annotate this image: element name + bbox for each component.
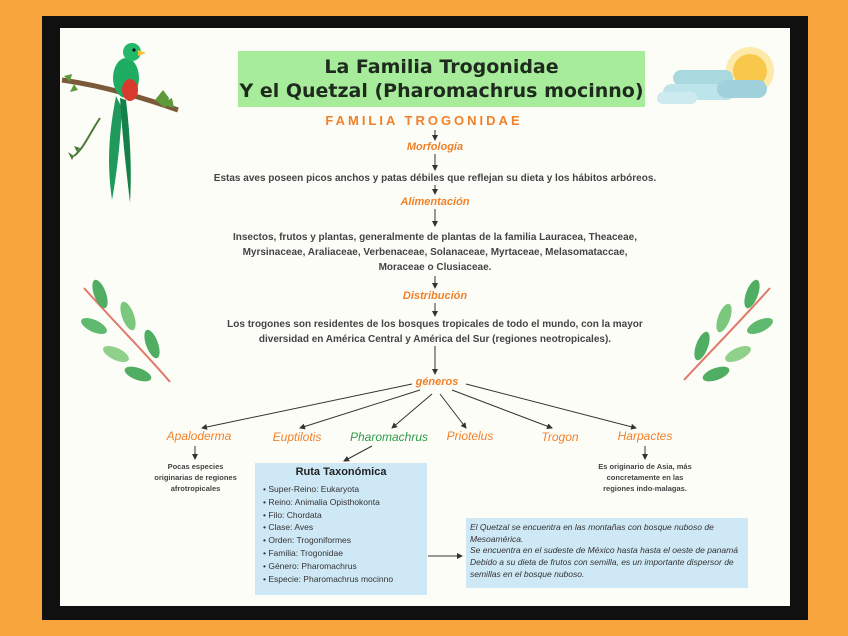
taxonomy-item: Género: Pharomachrus [263,560,393,573]
alimentacion-text: Insectos, frutos y plantas, generalmente… [160,230,710,275]
quetzal-info-text: El Quetzal se encuentra en las montañas … [470,522,746,581]
alimentacion-label: Alimentación [315,196,555,208]
apaloderma-note-line: originarias de regiones [138,472,253,483]
arrow-generos-pharomachrus [392,394,432,428]
cloud-sun-illustration [655,46,780,111]
left-leaves-illustration [78,276,173,386]
arrow-generos-euptilotis [300,390,420,428]
distribucion-line: Los trogones son residentes de los bosqu… [160,317,710,332]
taxonomy-item: Especie: Pharomachrus mocinno [263,573,393,586]
alimentacion-line: Moraceae o Clusiaceae. [160,260,710,275]
quetzal-info-line: semillas en el bosque nuboso. [470,569,746,581]
arrow-generos-trogon [452,390,552,428]
distribucion-line: diversidad en América Central y América … [160,332,710,347]
quetzal-info-line: Se encuentra en el sudeste de México has… [470,545,746,557]
harpactes-note-line: regiones indo-malagas. [585,483,705,494]
morfologia-label: Morfología [315,141,555,153]
alimentacion-line: Insectos, frutos y plantas, generalmente… [160,230,710,245]
alimentacion-line: Myrsinaceae, Araliaceae, Verbenaceae, So… [160,245,710,260]
apaloderma-note-line: Pocas especies [138,461,253,472]
harpactes-note-line: Es originario de Asia, más [585,461,705,472]
genus-priotelus: Priotelus [430,429,510,443]
apaloderma-note: Pocas especies originarias de regiones a… [138,461,253,494]
arrow-pharomachrus-taxonomy [344,446,372,461]
arrow-generos-harpactes [466,384,636,428]
taxonomy-box: Ruta Taxonómica Super-Reino: Eukaryota R… [255,463,427,595]
taxonomy-item: Reino: Animalia Opisthokonta [263,496,393,509]
genus-pharomachrus: Pharomachrus [340,430,438,444]
distribucion-text: Los trogones son residentes de los bosqu… [160,317,710,347]
genus-trogon: Trogon [522,430,598,444]
quetzal-info-line: Debido a su dieta de frutos con semilla,… [470,557,746,569]
taxonomy-item: Super-Reino: Eukaryota [263,483,393,496]
genus-apaloderma: Apaloderma [150,429,248,443]
taxonomy-item: Familia: Trogonidae [263,547,393,560]
quetzal-info-line: Mesoamérica. [470,534,746,546]
title-line-2: Y el Quetzal (Pharomachrus mocinno) [238,80,645,102]
arrow-generos-priotelus [440,394,466,428]
taxonomy-item: Clase: Aves [263,521,393,534]
genus-euptilotis: Euptilotis [252,430,342,444]
harpactes-note: Es originario de Asia, más concretamente… [585,461,705,494]
genus-harpactes: Harpactes [602,429,688,443]
quetzal-info-box: El Quetzal se encuentra en las montañas … [466,518,748,588]
distribucion-label: Distribución [315,290,555,302]
taxonomy-list: Super-Reino: Eukaryota Reino: Animalia O… [263,483,393,585]
quetzal-info-line: El Quetzal se encuentra en las montañas … [470,522,746,534]
generos-label: géneros [317,376,557,388]
taxonomy-title: Ruta Taxonómica [255,466,427,478]
taxonomy-item: Filo: Chordata [263,509,393,522]
morfologia-text: Estas aves poseen picos anchos y patas d… [140,171,730,186]
section-title: FAMILIA TROGONIDAE [0,113,848,128]
title-line-1: La Familia Trogonidae [238,56,645,78]
title-box: La Familia Trogonidae Y el Quetzal (Phar… [238,51,645,107]
taxonomy-item: Orden: Trogoniformes [263,534,393,547]
apaloderma-note-line: afrotropicales [138,483,253,494]
arrow-generos-apaloderma [202,384,412,428]
harpactes-note-line: concretamente en las [585,472,705,483]
